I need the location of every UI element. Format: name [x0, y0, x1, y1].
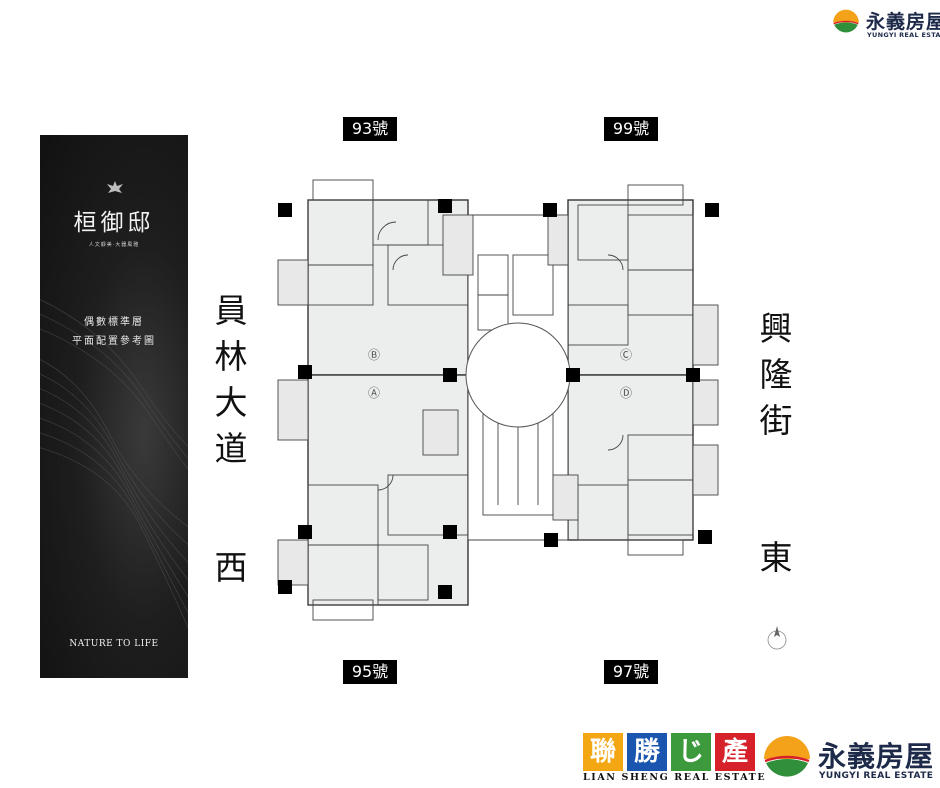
yungyi-name: 永義房屋: [818, 740, 935, 773]
tag-93: 93號: [343, 117, 397, 141]
west-road-label: 員 林 大 道: [211, 288, 251, 472]
column: [698, 530, 712, 544]
lian-sheng-char-box: 產: [715, 733, 755, 771]
column: [686, 368, 700, 382]
floor-type-label: 偶數標準層: [84, 317, 144, 328]
plan-reference-label: 平面配置參考圖: [72, 336, 156, 347]
unit-d-marker: Ⓓ: [620, 386, 632, 400]
unit-d-area: [567, 374, 694, 541]
column: [705, 203, 719, 217]
east-road-char: 興: [759, 309, 793, 348]
column: [443, 368, 457, 382]
unit-a-marker: Ⓐ: [368, 386, 380, 400]
west-road-char: 大: [214, 383, 248, 422]
east-road-char: 隆: [759, 355, 793, 394]
panel-slogan: NATURE TO LIFE: [69, 639, 159, 649]
brand-name: 桓御邸: [73, 210, 155, 236]
tag-97: 97號: [604, 660, 658, 684]
east-road-char: 街: [759, 401, 793, 440]
crest-icon: [107, 181, 123, 193]
unit-c-marker: Ⓒ: [620, 348, 632, 362]
yungyi-logo-top: 永義房屋 YUNGYI REAL ESTATE: [832, 6, 940, 40]
yungyi-sun-icon: [832, 8, 860, 36]
column: [544, 533, 558, 547]
yungyi-name: 永義房屋: [866, 11, 940, 33]
floor-plan: Ⓑ Ⓐ Ⓒ Ⓓ: [277, 179, 719, 621]
brand-subtitle: 人文靜美·大器風雅: [88, 242, 140, 248]
column: [278, 580, 292, 594]
lian-sheng-char-box: 勝: [627, 733, 667, 771]
west-direction-label: 西: [214, 548, 248, 587]
column: [278, 203, 292, 217]
lian-sheng-name-en: LIAN SHENG REAL ESTATE: [583, 772, 767, 783]
yungyi-name-en: YUNGYI REAL ESTATE: [867, 31, 940, 39]
panel-wave-pattern: [40, 299, 188, 629]
east-direction-label: 東: [759, 538, 793, 577]
yungyi-logo-bottom: 永義房屋 YUNGYI REAL ESTATE: [762, 733, 934, 785]
unit-b-marker: Ⓑ: [368, 348, 380, 362]
lian-sheng-logo: 聯 勝 じ 產 LIAN SHENG REAL ESTATE: [583, 733, 767, 785]
yungyi-name-en: YUNGYI REAL ESTATE: [819, 771, 934, 781]
column: [298, 365, 312, 379]
east-road-label: 興 隆 街: [756, 306, 796, 444]
column: [566, 368, 580, 382]
column: [443, 525, 457, 539]
yungyi-sun-icon: [763, 734, 811, 782]
tag-95: 95號: [343, 660, 397, 684]
column: [438, 585, 452, 599]
west-road-char: 道: [214, 429, 248, 468]
west-road-char: 林: [214, 337, 248, 376]
brochure-panel: 桓御邸 人文靜美·大器風雅 偶數標準層 平面配置參考圖 NATURE TO LI…: [40, 135, 188, 678]
west-road-char: 員: [214, 291, 248, 330]
central-lobby: [465, 322, 571, 428]
north-arrow-icon: [767, 626, 787, 650]
column: [543, 203, 557, 217]
lian-sheng-char-box: じ: [671, 733, 711, 771]
tag-99: 99號: [604, 117, 658, 141]
column: [438, 199, 452, 213]
lian-sheng-char-box: 聯: [583, 733, 623, 771]
column: [298, 525, 312, 539]
